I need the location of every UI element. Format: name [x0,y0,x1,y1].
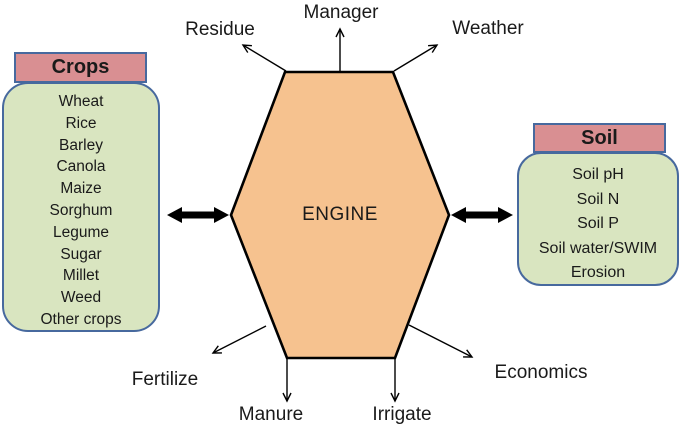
soil-box: Soil Soil pH Soil N Soil P Soil water/SW… [517,123,679,286]
crops-engine-double-arrow [167,207,229,223]
economics-arrow [408,324,474,358]
engine-label: ENGINE [302,204,378,225]
crops-list-item: Sorghum [49,201,113,219]
crops-list-item: Canola [56,158,106,176]
crops-box-list: Wheat Rice Barley Canola Maize Sorghum L… [2,82,160,332]
crops-list-item: Weed [60,289,102,307]
crops-list-item: Barley [59,136,103,154]
residue-arrow [241,44,287,72]
crops-list-item: Other crops [40,310,122,328]
crops-box: Crops Wheat Rice Barley Canola Maize Sor… [2,52,160,333]
soil-list-item: Soil P [577,215,619,232]
soil-list-item: Erosion [570,264,626,281]
manure-label: Manure [238,404,304,425]
soil-box-title: Soil [533,123,666,153]
weather-label: Weather [452,18,524,39]
weather-arrow [393,44,439,72]
crops-list-item: Maize [60,180,102,198]
crops-list-item: Sugar [60,245,102,263]
fertilize-label: Fertilize [131,369,199,390]
crops-list-item: Millet [62,267,100,285]
crops-list-item: Rice [65,114,97,132]
soil-box-list: Soil pH Soil N Soil P Soil water/SWIM Er… [517,152,679,286]
soil-list-item: Soil water/SWIM [538,239,658,257]
residue-label: Residue [185,19,255,40]
soil-engine-double-arrow [451,207,513,223]
crops-list-item: Legume [52,223,109,241]
fertilize-arrow [211,325,267,354]
irrigate-label: Irrigate [372,404,432,425]
manager-label: Manager [303,2,379,23]
soil-list-item: Soil pH [572,166,624,183]
soil-list-item: Soil N [576,190,620,208]
economics-label: Economics [494,362,588,383]
crops-list-item: Wheat [58,93,104,110]
crops-box-title: Crops [14,52,147,83]
